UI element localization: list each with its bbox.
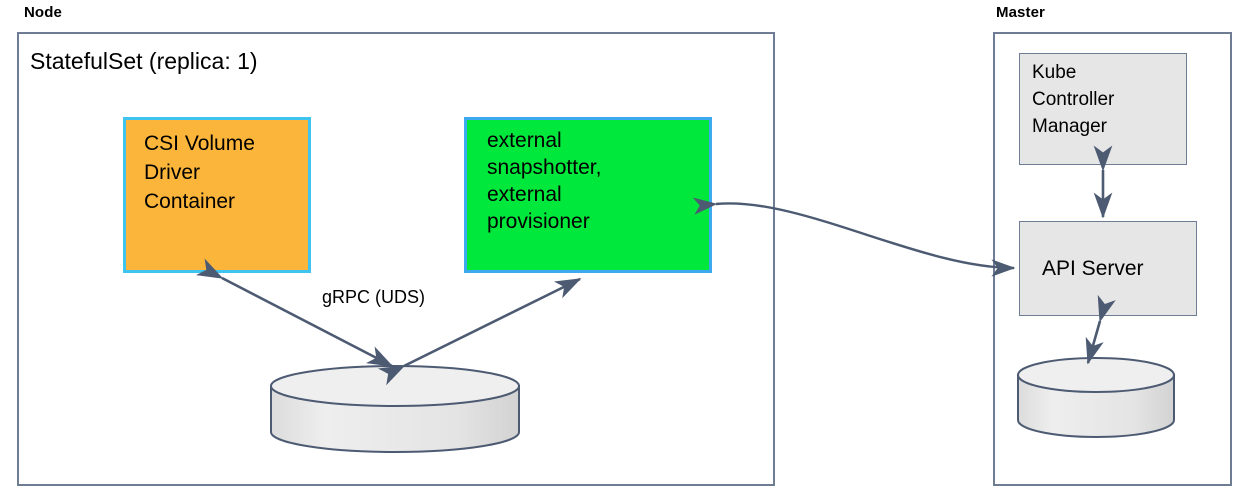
api-server-label: API Server: [1042, 256, 1144, 280]
statefulset-title: StatefulSet (replica: 1): [30, 48, 258, 74]
external-line-3: external: [487, 182, 562, 206]
kube-controller-manager-box[interactable]: Kube Controller Manager: [1019, 53, 1187, 165]
grpc-uds-edge-label: gRPC (UDS): [322, 287, 426, 307]
master-group-label: Master: [996, 4, 1045, 21]
emptydir-volume-label: EmptyDir Volume: [333, 409, 457, 426]
external-line-1: external: [487, 129, 562, 152]
external-snapshotter-provisioner-box[interactable]: external snapshotter, external provision…: [464, 117, 712, 273]
node-group-label: Node: [24, 4, 62, 21]
external-line-2: snapshotter,: [487, 155, 602, 179]
etcd-label: etcd: [1036, 398, 1076, 421]
csi-line-3: Container: [144, 189, 236, 213]
csi-volume-driver-container-box[interactable]: CSI Volume Driver Container: [123, 117, 311, 273]
csi-line-2: Driver: [144, 160, 200, 184]
kcm-line-3: Manager: [1032, 115, 1107, 137]
api-server-box[interactable]: API Server: [1019, 221, 1197, 316]
external-line-4: provisioner: [487, 209, 590, 233]
kcm-line-2: Controller: [1032, 88, 1115, 110]
kcm-line-1: Kube: [1032, 62, 1077, 83]
csi-line-1: CSI Volume: [144, 132, 255, 155]
